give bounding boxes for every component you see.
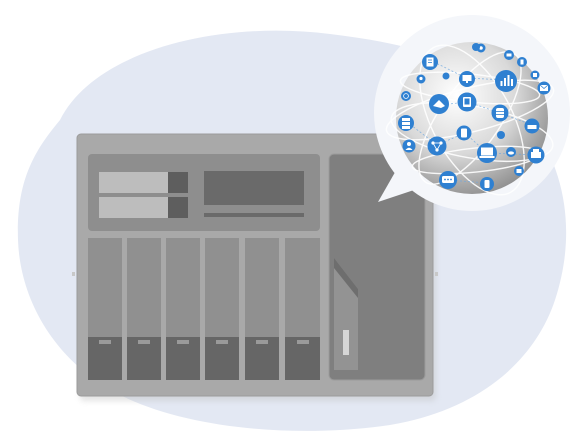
network-bubble <box>374 15 570 211</box>
power-indicator <box>343 330 349 355</box>
handshake-icon <box>429 94 449 114</box>
network-icons <box>398 43 551 191</box>
status-slot-bottom <box>99 197 168 218</box>
status-slot-top <box>99 172 168 193</box>
chassis-peg-right <box>435 272 438 276</box>
cloud-icon <box>506 147 516 157</box>
side-panel-notch <box>334 258 358 298</box>
phone-icon <box>472 43 480 51</box>
drive-bay <box>88 238 122 380</box>
gear-icon <box>442 72 450 80</box>
tablet-icon <box>457 92 477 112</box>
chart-icon <box>495 70 517 92</box>
database-icon <box>491 104 509 122</box>
location-pin-icon <box>416 74 426 84</box>
document-icon <box>422 54 438 70</box>
drive-bay <box>245 238 279 380</box>
chassis-peg-left <box>72 272 75 276</box>
laptop-icon <box>477 143 497 163</box>
printer-icon <box>527 146 545 164</box>
display-underline <box>204 213 304 217</box>
storage-icon <box>514 166 524 176</box>
drive-bay <box>285 238 320 380</box>
mail-icon <box>537 81 551 95</box>
calendar-icon <box>530 70 540 80</box>
mobile-icon <box>456 125 472 141</box>
user-icon <box>402 139 416 153</box>
router-icon <box>524 118 540 134</box>
status-slot-bottom-cap <box>168 197 188 218</box>
monitor-icon <box>459 71 475 87</box>
chat-icon <box>504 50 514 60</box>
camera-icon <box>497 131 505 139</box>
drive-bay <box>127 238 161 380</box>
globe-icon <box>401 91 411 101</box>
network-icon <box>427 136 447 156</box>
display-window <box>204 171 304 205</box>
mobile-icon <box>480 177 494 191</box>
drive-bay <box>166 238 200 380</box>
drive-bay <box>205 238 239 380</box>
server-icon <box>398 115 414 131</box>
nas-chassis <box>72 133 438 401</box>
phone-icon <box>517 57 527 67</box>
status-slot-top-cap <box>168 172 188 193</box>
drive-bays <box>88 238 320 380</box>
message-icon <box>439 171 457 189</box>
